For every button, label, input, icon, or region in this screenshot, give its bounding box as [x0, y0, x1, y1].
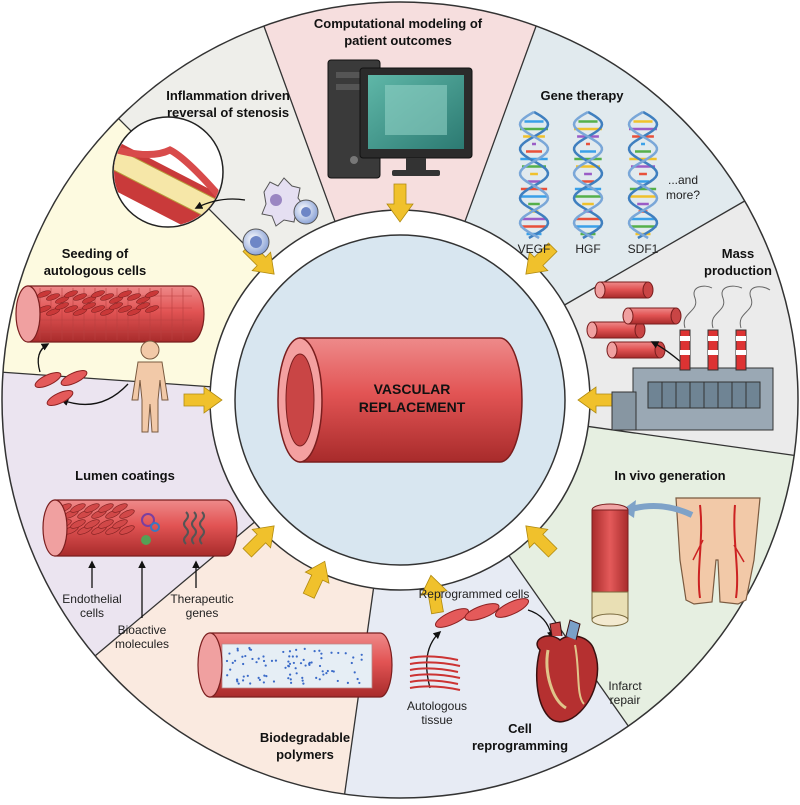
segment-dividers [2, 25, 795, 795]
seeding-arrow-upper [37, 343, 50, 373]
polymer-vessel-icon [197, 632, 393, 698]
bioactive-label-line1: Bioactive [118, 623, 167, 637]
divider-modeling [263, 25, 336, 222]
seeding-title-line2: autologous cells [44, 263, 147, 278]
gene-more-line2: more? [666, 188, 700, 202]
inflammation-title-line2: reversal of stenosis [167, 105, 289, 120]
autologous-tissue-icon [409, 655, 461, 691]
dna-helix-1 [518, 110, 550, 240]
inflammation-title-line1: Inflammation driven [166, 88, 290, 103]
coated-vessel-icon [42, 499, 238, 557]
infarct-repair-label-line1: Infarct [608, 679, 642, 693]
infarct-repair-label-line2: repair [610, 693, 641, 707]
endothelial-label-line2: cells [80, 606, 104, 620]
immune-cells-icon [242, 177, 319, 256]
tube-2 [586, 321, 646, 339]
center-title-line2: REPLACEMENT [359, 399, 466, 415]
gene-more-line1: ...and [668, 173, 698, 187]
divider-seeding [2, 371, 211, 388]
gene-label-1: VEGF [518, 242, 551, 256]
tube-4 [622, 307, 682, 325]
divider-mass-production [564, 200, 746, 306]
endothelial-label-line1: Endothelial [62, 592, 121, 606]
tube-3 [606, 341, 666, 359]
legs-icon [675, 497, 761, 605]
tube-1 [594, 281, 654, 299]
autologous-tissue-label-line1: Autologous [407, 699, 467, 713]
yellow-arrow-8 [183, 386, 223, 414]
seeding-arrow-lower [60, 383, 129, 406]
autologous-tissue-label-line2: tissue [421, 713, 453, 727]
gene-label-2: HGF [575, 242, 600, 256]
divider-in-vivo [588, 425, 795, 457]
mass-production-title-line1: Mass [722, 246, 755, 261]
human-figure-icon [131, 340, 169, 433]
factory-icon [611, 285, 774, 431]
yellow-arrow-1 [386, 183, 414, 223]
biodegradable-title-line2: polymers [276, 747, 334, 762]
gene-label-3: SDF1 [628, 242, 659, 256]
dna-icon [518, 110, 659, 240]
yellow-arrow-5 [420, 574, 448, 615]
seeding-title-line1: Seeding of [62, 246, 129, 261]
bioactive-label-line2: molecules [115, 637, 169, 651]
yellow-arrow-4 [525, 525, 558, 558]
stenosis-icon [112, 116, 224, 228]
reprogramming-title-line1: Cell [508, 721, 532, 736]
reprogram-arrow-up [426, 630, 442, 689]
computer-icon [327, 59, 473, 179]
reprogrammed-cells-icon [434, 598, 530, 628]
yellow-arrow-6 [302, 560, 330, 599]
heart-icon [535, 619, 599, 723]
yellow-arrow-7 [242, 525, 275, 558]
center-title-line1: VASCULAR [374, 381, 451, 397]
dna-helix-2 [572, 110, 604, 240]
vessel-tubes-icon [586, 281, 682, 359]
harvest-arrowhead [622, 500, 636, 518]
modeling-title-line1: Computational modeling of [314, 16, 483, 31]
vertical-vessel-icon [591, 503, 629, 627]
reprogram-arrow-heart [527, 609, 555, 640]
therapeutic-label-line1: Therapeutic [170, 592, 233, 606]
autologous-cells-icon [34, 370, 88, 406]
divider-gene-therapy [464, 25, 537, 222]
yellow-arrow-2 [525, 242, 558, 275]
in-vivo-title: In vivo generation [614, 468, 725, 483]
lumen-title: Lumen coatings [75, 468, 175, 483]
gene-therapy-title: Gene therapy [540, 88, 624, 103]
mass-production-title-line2: production [704, 263, 772, 278]
reprogramming-title-line2: reprogramming [472, 738, 568, 753]
reprogrammed-cells-label: Reprogrammed cells [419, 587, 530, 601]
inflammation-arrow [194, 198, 246, 209]
biodegradable-title-line1: Biodegradable [260, 730, 350, 745]
seeded-vessel-icon [15, 285, 205, 343]
therapeutic-label-line2: genes [186, 606, 219, 620]
dna-helix-3 [627, 110, 659, 240]
modeling-title-line2: patient outcomes [344, 33, 452, 48]
center-vessel-icon [277, 337, 523, 463]
